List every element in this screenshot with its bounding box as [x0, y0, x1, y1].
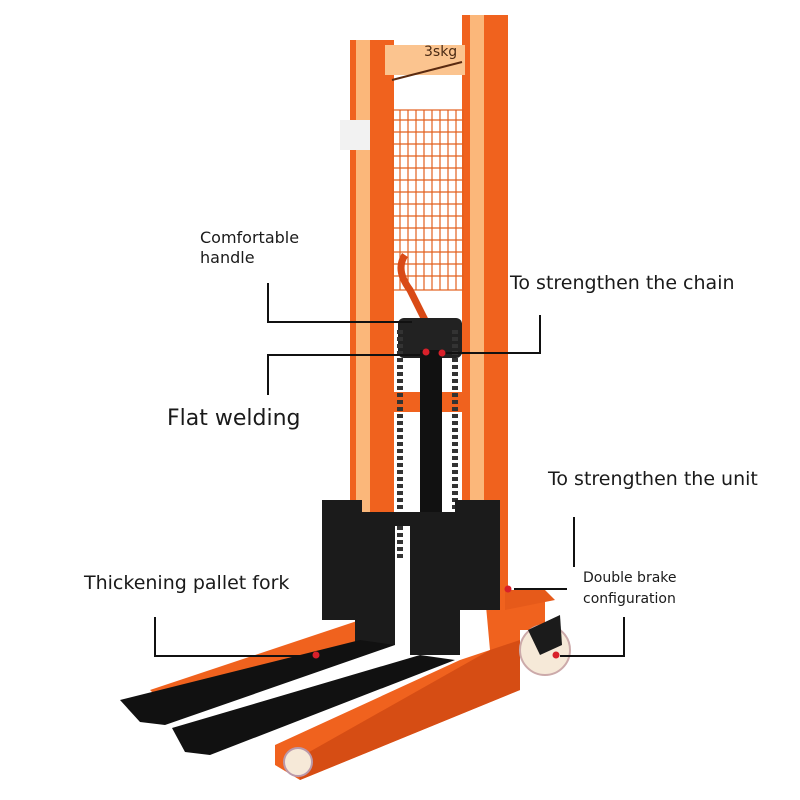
callout-brake: Double brake configuration: [583, 568, 677, 610]
label-sticker: [340, 120, 370, 150]
callout-brake-line1: Double brake: [583, 570, 677, 586]
callout-welding: Flat welding: [167, 406, 301, 431]
callout-unit: To strengthen the unit: [548, 468, 758, 490]
marker-dots: [312, 348, 560, 659]
steering-wheel-caster: [519, 615, 571, 676]
callout-chain: To strengthen the chain: [510, 272, 735, 294]
callout-handle-line1: Comfortable: [200, 228, 300, 247]
front-wheel: [283, 747, 313, 777]
callout-handle-line2: handle: [200, 248, 255, 267]
callout-handle: Comfortable handle: [200, 228, 299, 268]
capacity-marking: 3skg: [424, 44, 458, 60]
hydraulic-cylinder: [397, 318, 462, 560]
fork-carriage: [322, 500, 500, 655]
right-fork: [172, 655, 455, 755]
handle: [397, 253, 434, 332]
callout-fork: Thickening pallet fork: [84, 572, 290, 594]
callout-brake-line2: configuration: [583, 591, 676, 607]
safety-mesh: [392, 109, 464, 291]
left-fork: [120, 640, 395, 725]
leader-lines: [154, 283, 625, 657]
